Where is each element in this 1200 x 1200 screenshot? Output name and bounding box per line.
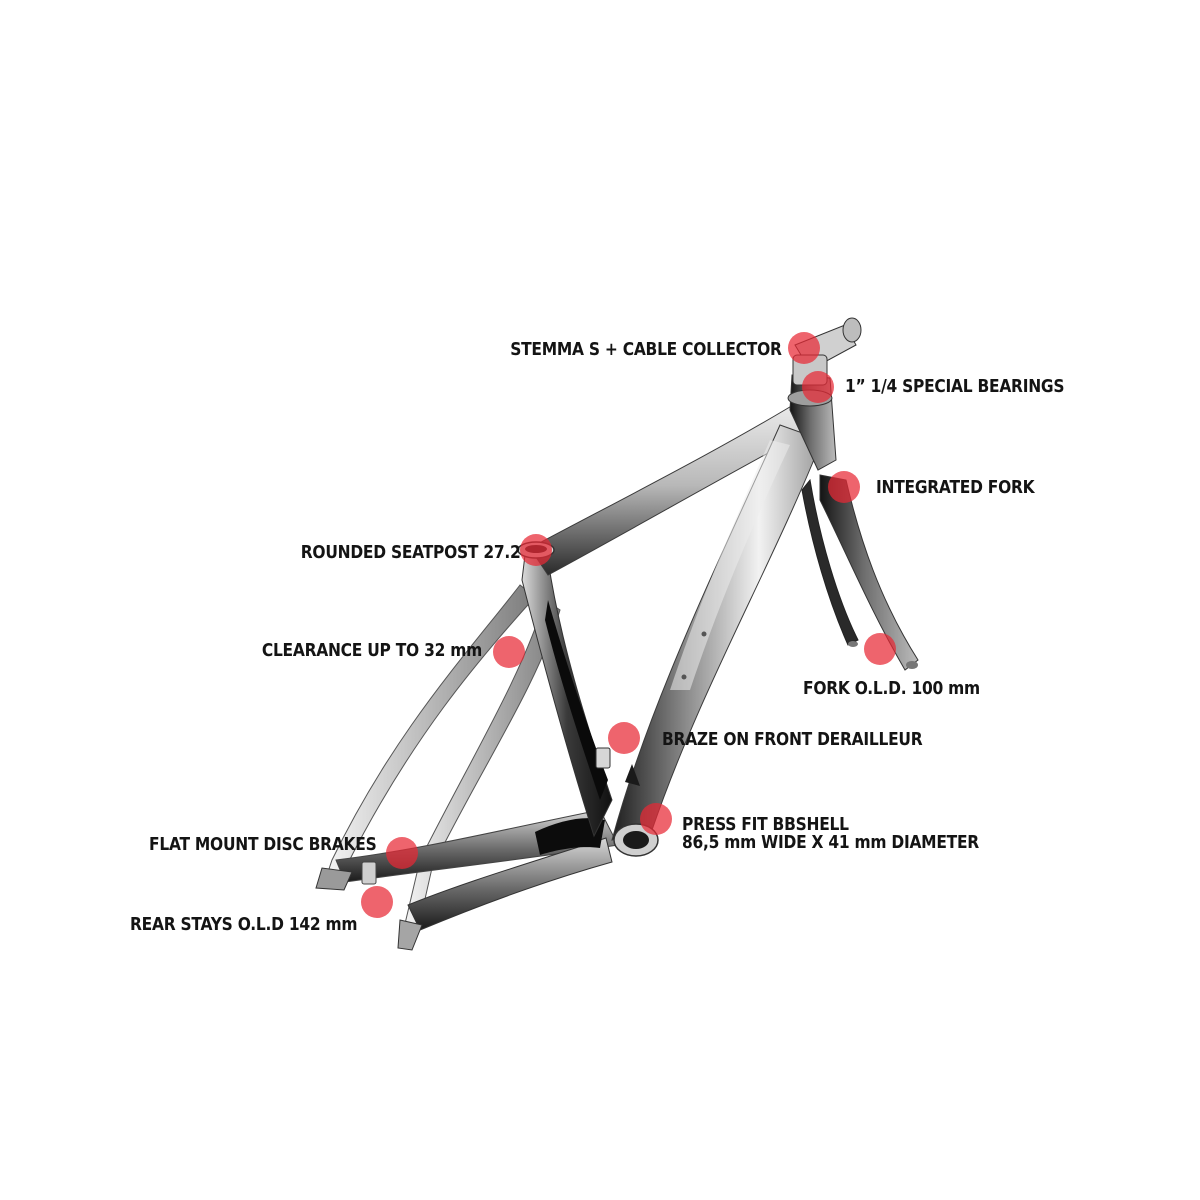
label-integrated-fork: INTEGRATED FORK (876, 477, 1035, 498)
label-bbshell-line1: PRESS FIT BBSHELL (682, 814, 849, 835)
marker-bearings[interactable] (802, 371, 834, 403)
label-bearings: 1” 1/4 SPECIAL BEARINGS (845, 376, 1065, 397)
label-stem: STEMMA S + CABLE COLLECTOR (510, 339, 783, 360)
marker-stem[interactable] (788, 332, 820, 364)
marker-clearance[interactable] (493, 636, 525, 668)
label-derailleur: BRAZE ON FRONT DERAILLEUR (662, 729, 923, 750)
marker-fork[interactable] (828, 471, 860, 503)
label-disc-brakes: FLAT MOUNT DISC BRAKES (148, 834, 377, 855)
marker-disc-brakes[interactable] (386, 837, 418, 869)
marker-bbshell[interactable] (640, 803, 672, 835)
label-bbshell-line2: 86,5 mm WIDE X 41 mm DIAMETER (682, 832, 979, 853)
marker-rear-stays[interactable] (361, 886, 393, 918)
label-fork-old: FORK O.L.D. 100 mm (803, 678, 980, 699)
marker-derailleur[interactable] (608, 722, 640, 754)
label-clearance: CLEARANCE UP TO 32 mm (261, 640, 482, 661)
marker-fork-old[interactable] (864, 633, 896, 665)
label-rear-stays: REAR STAYS O.L.D 142 mm (129, 914, 358, 935)
label-seatpost: ROUNDED SEATPOST 27.2 (300, 542, 520, 563)
marker-seatpost[interactable] (520, 534, 552, 566)
label-bbshell: PRESS FIT BBSHELL 86,5 mm WIDE X 41 mm D… (682, 816, 979, 852)
